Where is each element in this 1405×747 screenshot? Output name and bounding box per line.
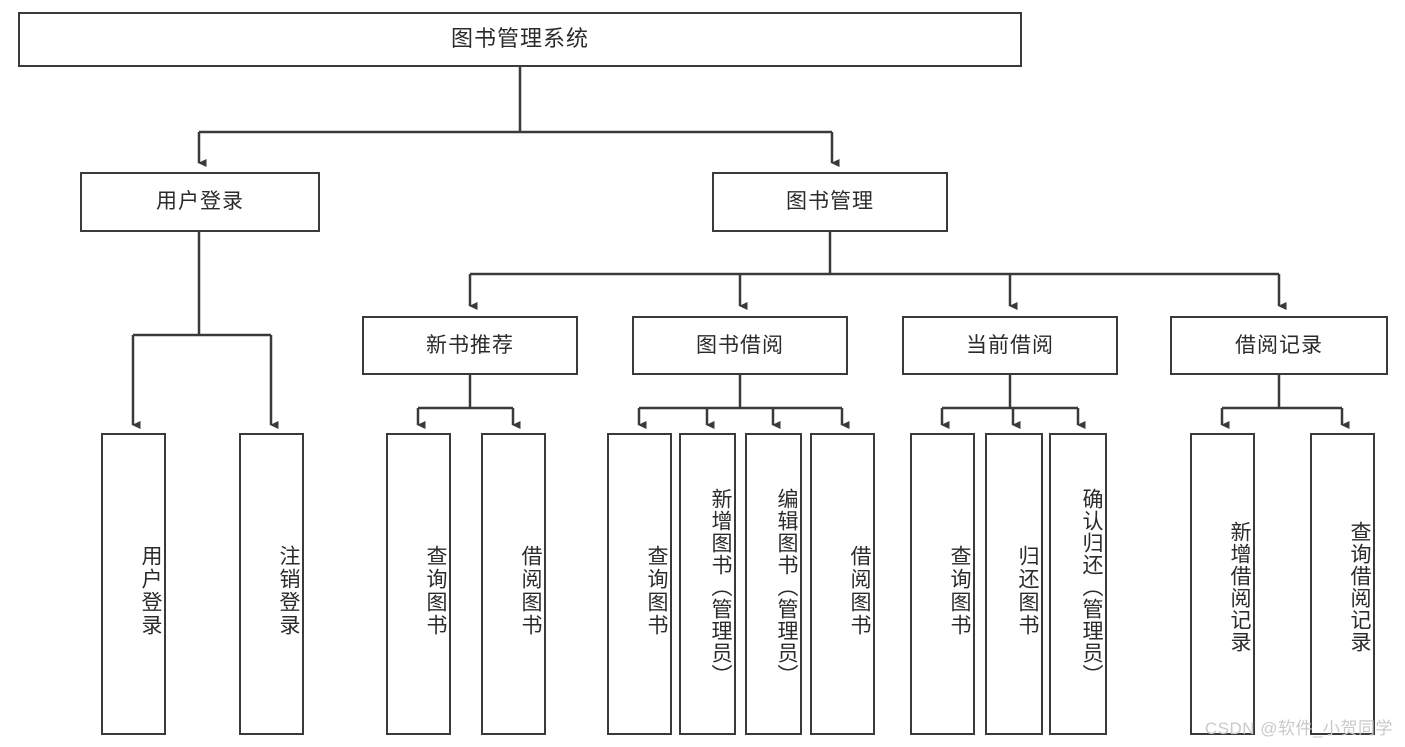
- node-root-book-management-system[interactable]: 图书管理系统: [18, 12, 1022, 67]
- node-book-management[interactable]: 图书管理: [712, 172, 948, 232]
- node-label: 当前借阅: [966, 333, 1054, 357]
- node-label: 编辑图书（管理员）: [775, 488, 798, 686]
- leaf-query-book-current[interactable]: 查询图书: [910, 433, 975, 735]
- node-label: 新书推荐: [426, 333, 514, 357]
- node-label: 借阅图书: [519, 545, 542, 637]
- node-new-book-recommend[interactable]: 新书推荐: [362, 316, 578, 375]
- node-label: 图书管理: [786, 190, 874, 214]
- leaf-borrow-book-recommend[interactable]: 借阅图书: [481, 433, 546, 735]
- watermark-text: CSDN @软件_小贺同学: [1204, 719, 1393, 738]
- node-label: 查询图书: [424, 545, 447, 637]
- node-label: 用户登录: [156, 190, 244, 214]
- node-label: 查询借阅记录: [1348, 521, 1371, 653]
- leaf-add-borrow-record[interactable]: 新增借阅记录: [1190, 433, 1255, 735]
- node-label: 借阅图书: [848, 545, 871, 637]
- node-label: 图书借阅: [696, 333, 784, 357]
- node-book-borrow[interactable]: 图书借阅: [632, 316, 848, 375]
- node-label: 确认归还（管理员）: [1080, 488, 1103, 686]
- node-label: 查询图书: [948, 545, 971, 637]
- leaf-add-book-admin[interactable]: 新增图书（管理员）: [679, 433, 736, 735]
- node-label: 新增图书（管理员）: [709, 488, 732, 686]
- leaf-borrow-book[interactable]: 借阅图书: [810, 433, 875, 735]
- node-label: 借阅记录: [1235, 333, 1323, 357]
- node-borrow-record[interactable]: 借阅记录: [1170, 316, 1388, 375]
- leaf-query-book-borrow[interactable]: 查询图书: [607, 433, 672, 735]
- node-current-borrow[interactable]: 当前借阅: [902, 316, 1118, 375]
- node-label: 图书管理系统: [450, 26, 589, 52]
- leaf-query-book-recommend[interactable]: 查询图书: [386, 433, 451, 735]
- node-label: 注销登录: [277, 545, 300, 637]
- node-label: 用户登录: [139, 545, 162, 637]
- leaf-edit-book-admin[interactable]: 编辑图书（管理员）: [745, 433, 802, 735]
- leaf-query-borrow-record[interactable]: 查询借阅记录: [1310, 433, 1375, 735]
- leaf-user-login[interactable]: 用户登录: [101, 433, 166, 735]
- node-label: 查询图书: [645, 545, 668, 637]
- node-user-login[interactable]: 用户登录: [80, 172, 320, 232]
- node-label: 归还图书: [1016, 545, 1039, 637]
- leaf-confirm-return-admin[interactable]: 确认归还（管理员）: [1049, 433, 1107, 735]
- leaf-return-book[interactable]: 归还图书: [985, 433, 1043, 735]
- node-label: 新增借阅记录: [1228, 521, 1251, 653]
- leaf-logout[interactable]: 注销登录: [239, 433, 304, 735]
